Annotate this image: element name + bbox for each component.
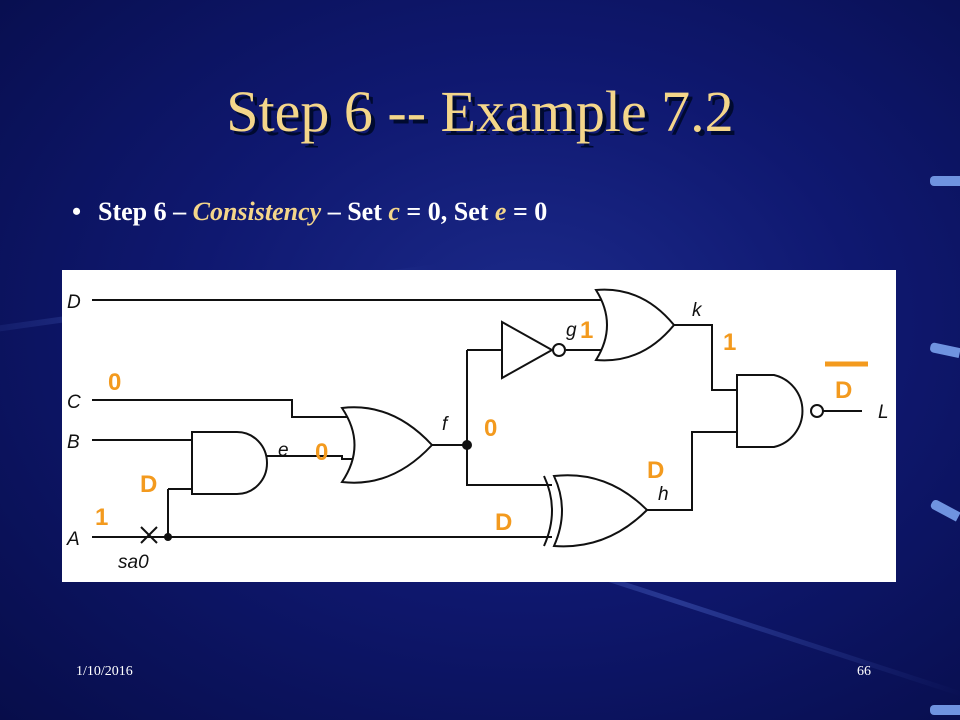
- net-label-f: f: [442, 414, 449, 435]
- input-label-d: D: [67, 292, 81, 313]
- bullet-var-e: e: [494, 197, 507, 226]
- fault-x-icon: [140, 526, 158, 544]
- circuit-diagram: D C B A e f g k h L sa0 0 D 1 0 0 1 1 D …: [66, 288, 889, 573]
- xor-gate-h: [552, 474, 649, 548]
- value-output: D: [835, 377, 852, 404]
- or-gate-k: [594, 288, 676, 362]
- bullet-text-3: – Set: [321, 197, 389, 226]
- fault-label: sa0: [118, 552, 149, 573]
- value-c: 0: [108, 369, 121, 396]
- value-k: 1: [723, 329, 736, 356]
- net-label-e: e: [278, 440, 289, 461]
- value-f: 0: [484, 415, 497, 442]
- edge-accent: [930, 176, 960, 186]
- bullet-text-5: = 0, Set: [399, 197, 495, 226]
- value-b: D: [140, 471, 157, 498]
- slide-title: Step 6 -- Example 7.2: [226, 79, 734, 144]
- inverter-bubble: [552, 343, 566, 357]
- or-gate-f: [340, 406, 434, 484]
- input-label-c: C: [67, 392, 81, 413]
- value-e: 0: [315, 439, 328, 466]
- net-label-h: h: [658, 484, 669, 505]
- value-a: 1: [95, 504, 108, 531]
- net-label-g: g: [566, 320, 577, 341]
- value-h: D: [647, 457, 664, 484]
- bullet-text-7: = 0: [506, 197, 548, 226]
- bullet-text-1: Step 6 –: [98, 197, 193, 226]
- edge-accent: [929, 341, 960, 359]
- nand-gate-l: [736, 374, 804, 448]
- output-label-l: L: [878, 402, 889, 423]
- and-gate-e: [191, 431, 268, 495]
- value-a-fault: D: [495, 509, 512, 536]
- edge-accent: [930, 705, 960, 715]
- xor-back-arc: [543, 475, 553, 547]
- input-label-b: B: [67, 432, 80, 453]
- bullet-emphasis: Consistency: [192, 197, 322, 226]
- wire-e: [266, 455, 357, 460]
- bullet-var-c: c: [388, 197, 400, 226]
- footer-page-number: 66: [857, 664, 871, 679]
- bullet-point: • Step 6 – Consistency – Set c = 0, Set e…: [72, 197, 547, 227]
- value-g: 1: [580, 317, 593, 344]
- input-label-a: A: [66, 529, 80, 550]
- wire-f-up: [466, 350, 552, 486]
- junction-f: [462, 440, 472, 450]
- nand-bubble: [810, 404, 824, 418]
- wire-h: [647, 431, 737, 511]
- wire-k: [674, 324, 737, 391]
- net-label-k: k: [692, 300, 703, 321]
- bullet-symbol: •: [72, 197, 82, 226]
- junction-a: [164, 533, 172, 541]
- edge-accent: [929, 498, 960, 522]
- footer-date: 1/10/2016: [76, 664, 133, 679]
- wire-c: [92, 399, 357, 418]
- inverter-g: [501, 320, 555, 380]
- circuit-panel: D C B A e f g k h L sa0 0 D 1 0 0 1 1 D …: [62, 270, 896, 582]
